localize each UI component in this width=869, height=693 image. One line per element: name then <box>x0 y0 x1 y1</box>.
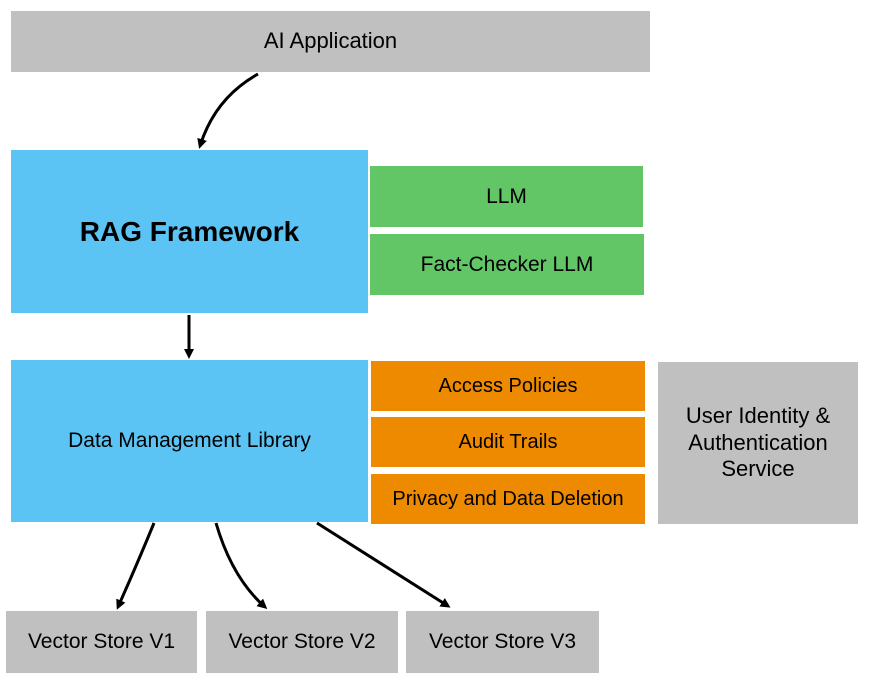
fact-checker-llm-label: Fact-Checker LLM <box>420 252 594 276</box>
ai-application-label: AI Application <box>263 28 398 54</box>
audit-trails-label: Audit Trails <box>458 431 558 453</box>
arrow-data-to-v2 <box>214 522 268 609</box>
user-identity-label-line2: Authentication <box>688 429 828 455</box>
llm-label: LLM <box>486 184 527 208</box>
vector-store-v3-node: Vector Store V3 <box>406 611 599 673</box>
arrow-data-to-v3 <box>316 521 451 608</box>
privacy-data-deletion-node: Privacy and Data Deletion <box>371 474 645 524</box>
rag-framework-label: RAG Framework <box>79 215 300 247</box>
data-management-library-node: Data Management Library <box>11 360 368 522</box>
vector-store-v1-node: Vector Store V1 <box>6 611 197 673</box>
llm-node: LLM <box>370 166 643 227</box>
data-management-library-label: Data Management Library <box>68 429 311 453</box>
privacy-data-deletion-label: Privacy and Data Deletion <box>392 488 624 510</box>
vector-store-v3-label: Vector Store V3 <box>428 630 577 654</box>
user-identity-service-node: User Identity & Authentication Service <box>658 362 858 524</box>
user-identity-label-line3: Service <box>721 456 795 482</box>
user-identity-label-line1: User Identity & <box>685 403 831 429</box>
vector-store-v2-label: Vector Store V2 <box>228 630 376 654</box>
access-policies-node: Access Policies <box>371 361 645 411</box>
vector-store-v1-label: Vector Store V1 <box>27 630 176 654</box>
audit-trails-node: Audit Trails <box>371 417 645 467</box>
arrow-app-to-rag <box>197 72 259 149</box>
fact-checker-llm-node: Fact-Checker LLM <box>370 234 644 295</box>
vector-store-v2-node: Vector Store V2 <box>206 611 398 673</box>
arrow-data-to-v1 <box>116 522 156 610</box>
access-policies-label: Access Policies <box>438 375 578 397</box>
ai-application-node: AI Application <box>11 11 650 72</box>
rag-framework-node: RAG Framework <box>11 150 368 313</box>
